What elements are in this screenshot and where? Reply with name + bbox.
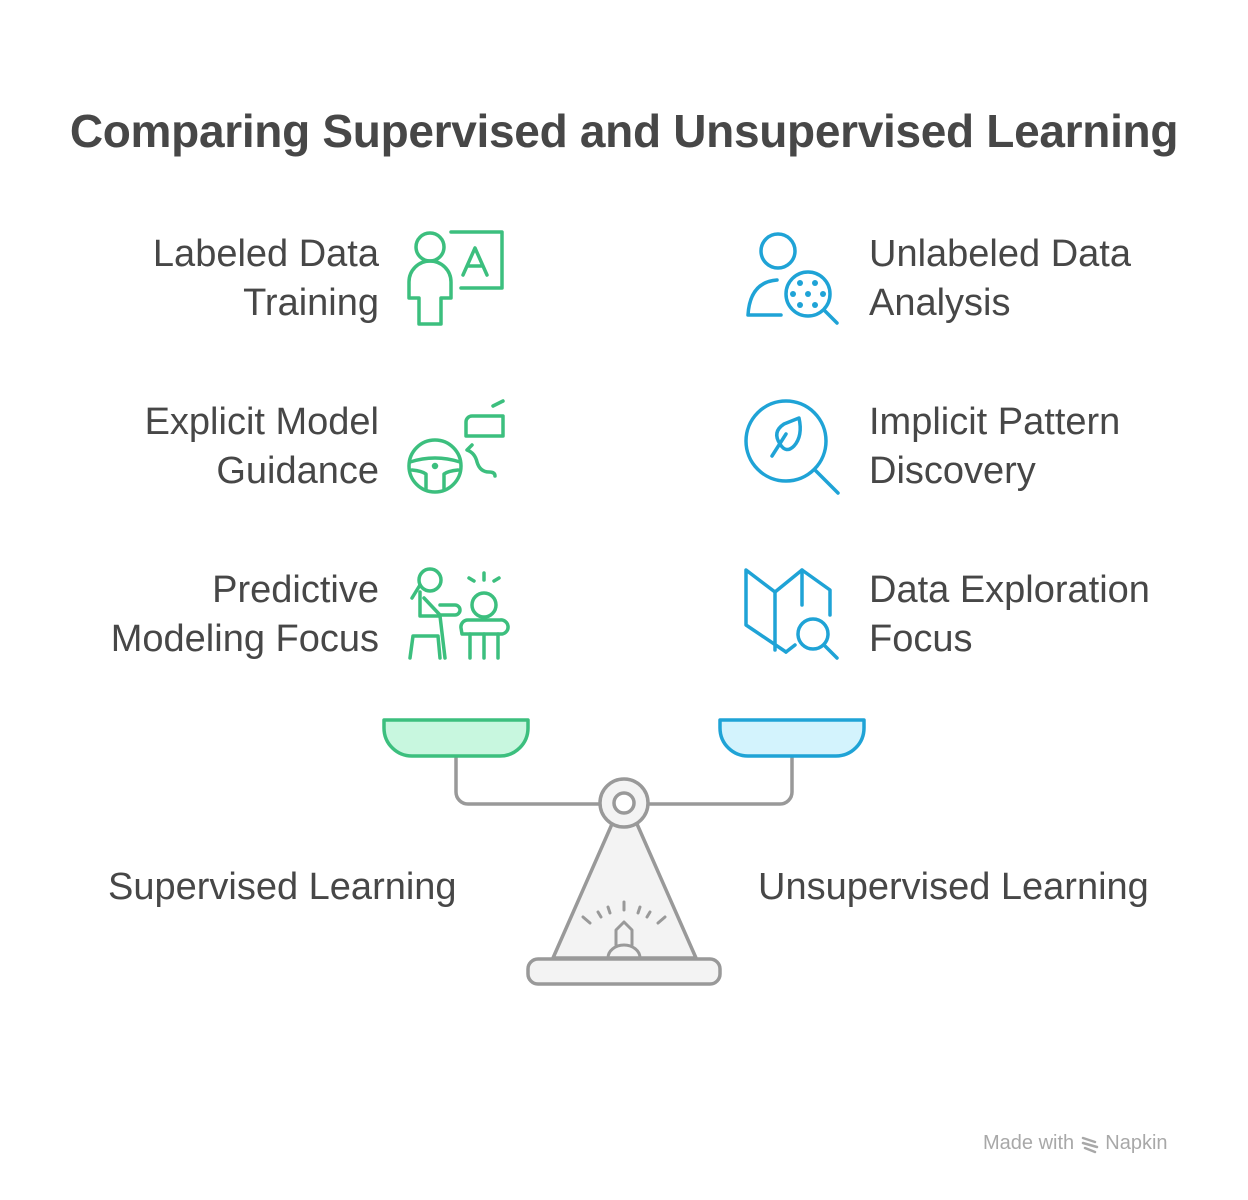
label-line: Guidance bbox=[216, 450, 379, 492]
label-line: Modeling Focus bbox=[110, 618, 379, 660]
gauge-ticks bbox=[581, 900, 667, 960]
label-line: Explicit Model bbox=[144, 401, 379, 443]
map-search-icon bbox=[744, 568, 839, 660]
steering-wheel-speech-icon bbox=[407, 399, 505, 494]
teacher-board-icon bbox=[407, 230, 504, 326]
scale-base bbox=[526, 957, 722, 986]
label-line: Training bbox=[243, 282, 379, 324]
left-pan bbox=[382, 718, 530, 758]
label-line: Unlabeled Data bbox=[869, 233, 1131, 275]
label-line: Implicit Pattern bbox=[869, 401, 1121, 443]
leaf-search-icon bbox=[744, 399, 840, 495]
footer-made-with: Made with bbox=[983, 1132, 1075, 1155]
supervised-learning-label: Supervised Learning bbox=[108, 866, 457, 908]
label-line: Data Exploration bbox=[869, 569, 1150, 611]
teacher-child-icon bbox=[408, 567, 510, 660]
label-line: Predictive bbox=[212, 569, 379, 611]
scale-stand bbox=[551, 822, 698, 960]
page-title: Comparing Supervised and Unsupervised Le… bbox=[69, 105, 1179, 157]
made-with-napkin-footer[interactable]: Made with Napkin bbox=[983, 1132, 1168, 1155]
label-line: Discovery bbox=[869, 450, 1036, 492]
unsupervised-learning-label: Unsupervised Learning bbox=[758, 866, 1149, 908]
person-cluster-search-icon bbox=[746, 232, 839, 325]
label-line: Analysis bbox=[869, 282, 1011, 324]
label-line: Labeled Data bbox=[152, 233, 379, 275]
footer-brand: Napkin bbox=[1105, 1132, 1168, 1155]
right-pan bbox=[718, 718, 866, 758]
balance-scale bbox=[382, 718, 866, 986]
label-line: Focus bbox=[869, 618, 973, 660]
napkin-logo-icon bbox=[1081, 1136, 1098, 1153]
scale-beam bbox=[454, 755, 794, 806]
